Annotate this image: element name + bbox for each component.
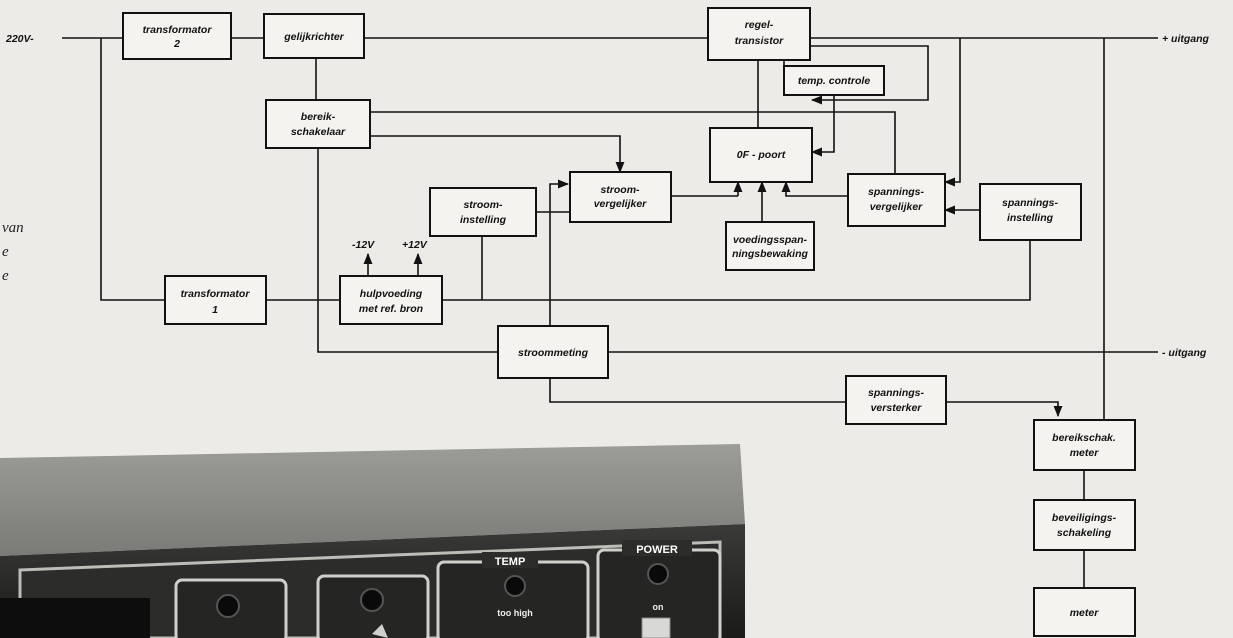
power-switch[interactable] [642,618,670,638]
temp-section: TEMP too high [438,552,588,638]
indicator-lamp [217,595,239,617]
block-label: beveiligings- [1052,512,1117,524]
block-meter: meter [1034,588,1135,636]
button-well [318,576,428,638]
block-label: instelling [1007,212,1054,224]
block-spanningsinstelling: spannings- instelling [980,184,1081,240]
minus-output-label: - uitgang [1162,347,1207,359]
block-of-poort: 0F - poort [710,128,812,182]
block-spanningsvergelijker: spannings- vergelijker [848,174,945,226]
block-label: 0F - poort [737,149,786,161]
block-label: meter [1070,607,1100,619]
block-label: spannings- [1002,197,1059,209]
block-label: schakelaar [291,126,346,138]
block-label: vergelijker [594,198,647,210]
block-label: vergelijker [870,201,923,213]
temp-lamp [505,576,525,596]
block-label: regel- [745,19,774,31]
block-beveiligingsschakeling: beveiligings- schakeling [1034,500,1135,550]
block-gelijkrichter: gelijkrichter [264,14,364,58]
block-label: versterker [871,402,923,414]
block-bereikschak-meter: bereikschak. meter [1034,420,1135,470]
mains-input-label: 220V- [5,33,34,45]
block-label: meter [1070,447,1100,459]
block-label: voedingsspan- [733,234,808,246]
power-lamp [648,564,668,584]
block-label: ningsbewaking [732,248,808,260]
block-label: bereik- [301,111,336,123]
block-label: stroommeting [518,347,589,359]
plus-output-label: + uitgang [1162,33,1210,45]
block-label: instelling [460,214,507,226]
block-label: transformator [143,24,213,36]
block-stroomvergelijker: stroom- vergelijker [570,172,671,222]
block-transformator-1: transformator 1 [165,276,266,324]
block-label: stroom- [600,184,640,196]
block-label: met ref. bron [359,303,423,315]
block-label: spannings- [868,387,925,399]
block-label: transistor [735,35,784,47]
block-transformator-2: transformator 2 [123,13,231,59]
block-voedingsspanningsbewaking: voedingsspan- ningsbewaking [726,222,814,270]
block-label: transformator [181,288,251,300]
block-label: bereikschak. [1052,432,1116,444]
block-label: gelijkrichter [283,31,344,43]
block-label: stroom- [463,199,503,211]
block-spanningsversterker: spannings- versterker [846,376,946,424]
block-label: temp. controle [798,75,871,87]
block-label: 1 [212,304,218,316]
display-window [0,598,150,638]
block-bereikschakelaar: bereik- schakelaar [266,100,370,148]
block-label: 2 [173,38,180,50]
temp-label: TEMP [495,556,526,568]
button-well [176,580,286,638]
block-stroominstelling: stroom- instelling [430,188,536,236]
power-label: POWER [636,544,678,556]
neg-12v-label: -12V [352,239,375,251]
block-label: hulpvoeding [360,288,423,300]
block-regeltransistor: regel- transistor [708,8,810,60]
caption-fragment: e [2,244,9,260]
instrument-photo: TEMP too high POWER on [0,438,745,638]
pos-12v-label: +12V [402,239,428,251]
block-hulpvoeding: hulpvoeding met ref. bron [340,276,442,324]
caption-fragment: e [2,268,9,284]
indicator-lamp [361,589,383,611]
block-label: spannings- [868,186,925,198]
too-high-label: too high [497,608,533,618]
on-label: on [653,602,664,612]
block-temp-controle: temp. controle [784,66,884,95]
block-stroommeting: stroommeting [498,326,608,378]
block-label: schakeling [1057,527,1112,539]
power-section: POWER on [598,540,720,638]
caption-fragment: van [2,220,24,236]
